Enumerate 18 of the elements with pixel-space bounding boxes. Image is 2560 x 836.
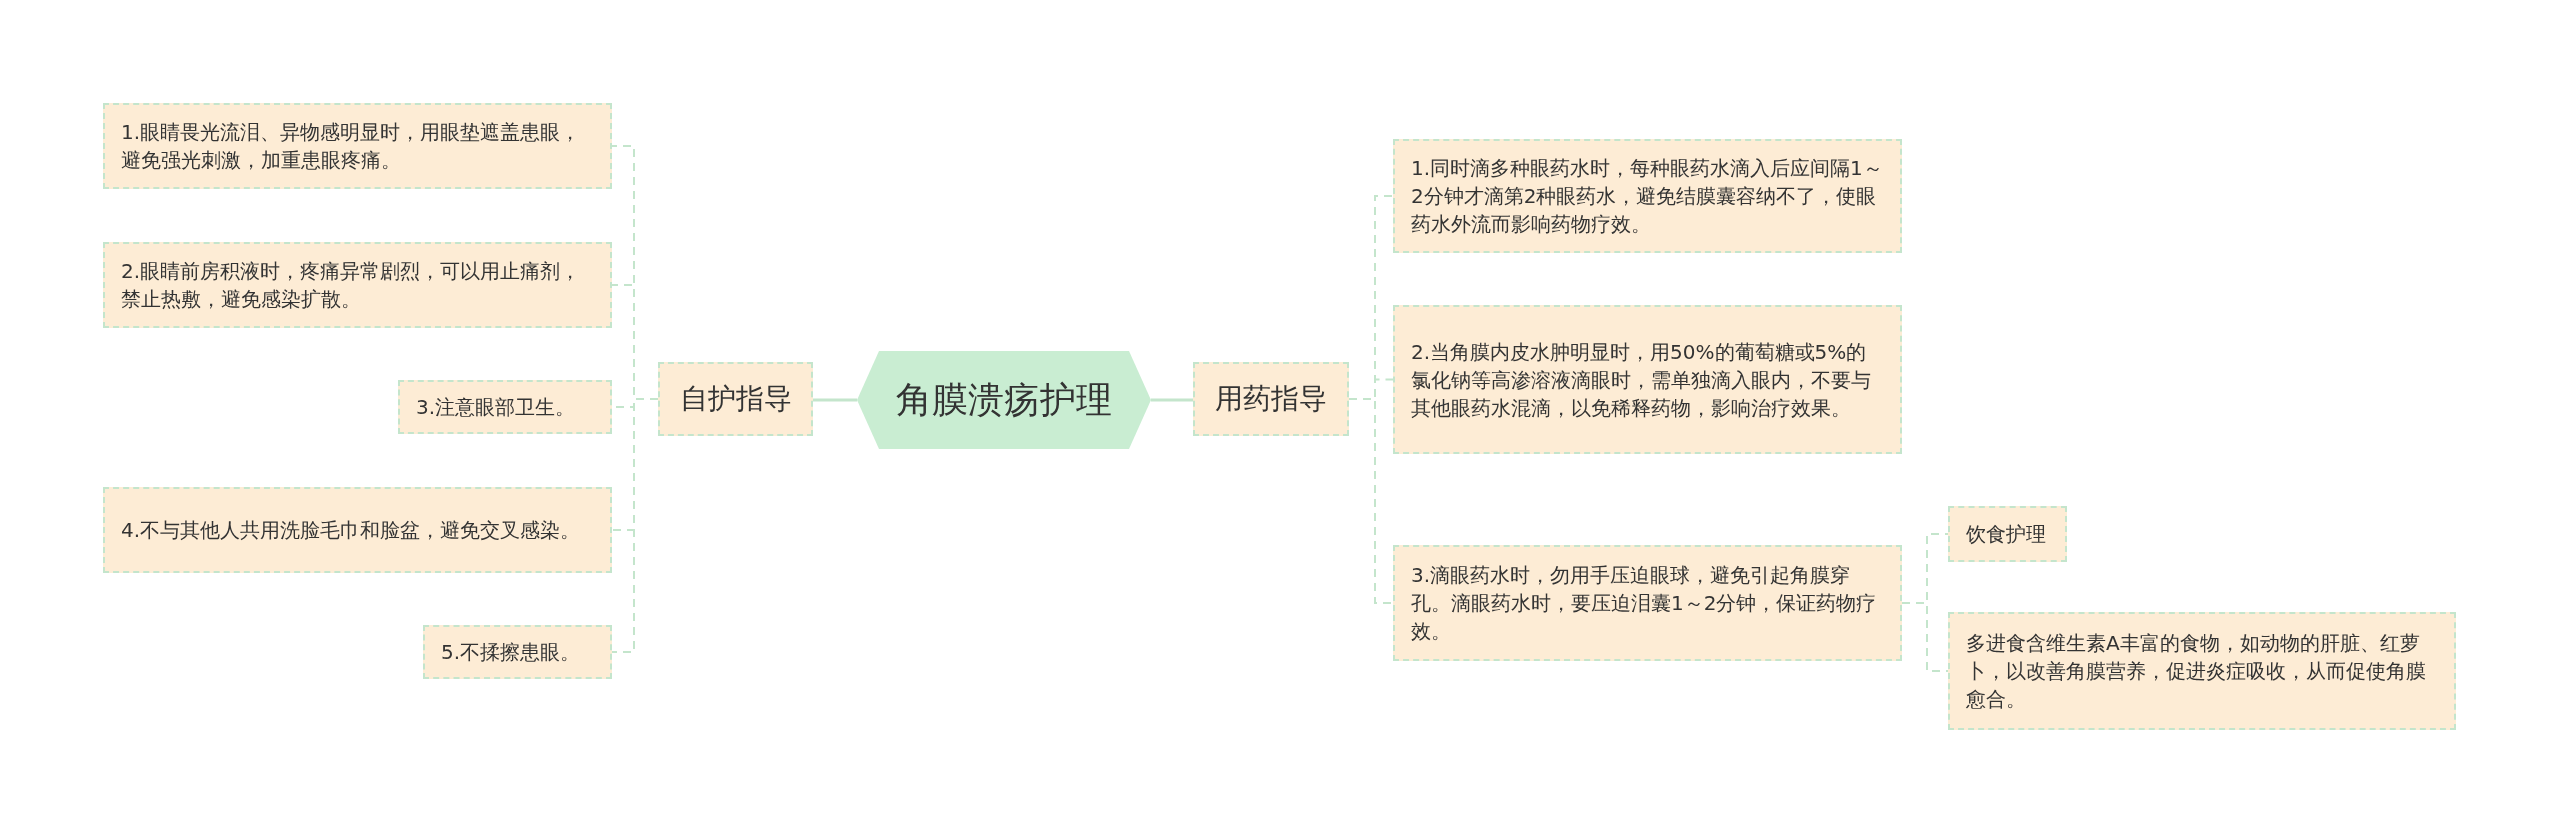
central-topic-text: 角膜溃疡护理	[896, 377, 1112, 422]
subtopic: 3.滴眼药水时，勿用手压迫眼球，避免引起角膜穿孔。滴眼药水时，要压迫泪囊1～2分钟，保证药物疗效。	[1393, 545, 1902, 661]
connector-line	[1151, 398, 1193, 402]
subtopic: 1.眼睛畏光流泪、异物感明显时，用眼垫遮盖患眼，避免强光刺激，加重患眼疼痛。	[103, 103, 612, 189]
connector-line	[1348, 398, 1394, 604]
connector-line	[611, 398, 659, 653]
subtopic: 4.不与其他人共用洗脸毛巾和脸盆，避免交叉感染。	[103, 487, 612, 573]
connector-line	[1901, 602, 1949, 672]
subtopic: 多进食含维生素A丰富的食物，如动物的肝脏、红萝卜，以改善角膜营养，促进炎症吸收，从而促使角膜愈合。	[1948, 612, 2456, 730]
subtopic: 5.不揉擦患眼。	[423, 625, 612, 679]
branch-topic: 自护指导	[658, 362, 813, 436]
branch-topic: 用药指导	[1193, 362, 1349, 436]
subtopic: 2.眼睛前房积液时，疼痛异常剧烈，可以用止痛剂，禁止热敷，避免感染扩散。	[103, 242, 612, 328]
subtopic: 3.注意眼部卫生。	[398, 380, 612, 434]
connector-line	[813, 398, 857, 402]
subtopic: 饮食护理	[1948, 506, 2067, 562]
subtopic: 1.同时滴多种眼药水时，每种眼药水滴入后应间隔1～2分钟才滴第2种眼药水，避免结膜囊容纳不了，使眼药水外流而影响药物疗效。	[1393, 139, 1902, 253]
subtopic: 2.当角膜内皮水肿明显时，用50%的葡萄糖或5%的氯化钠等高渗溶液滴眼时，需单独滴入眼内，不要与其他眼药水混滴，以免稀释药物，影响治疗效果。	[1393, 305, 1902, 454]
